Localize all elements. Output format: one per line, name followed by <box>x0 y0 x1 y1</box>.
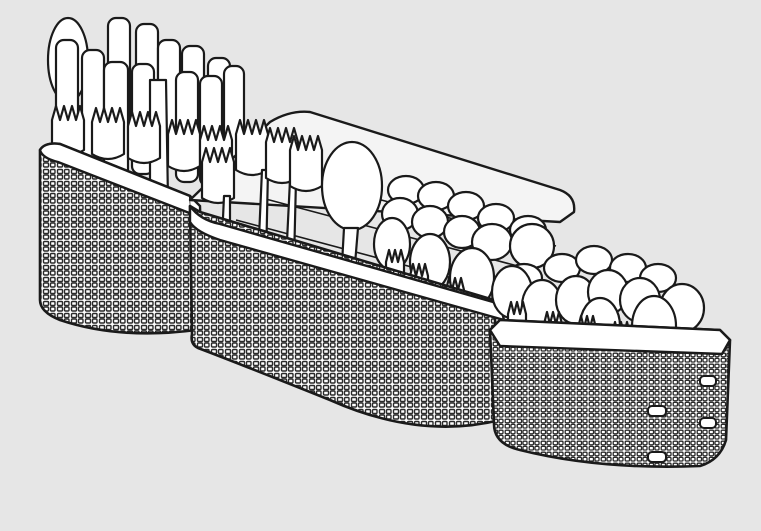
right-basket <box>488 318 732 468</box>
middle-basket <box>188 204 506 428</box>
right-basket-clips <box>647 375 717 463</box>
